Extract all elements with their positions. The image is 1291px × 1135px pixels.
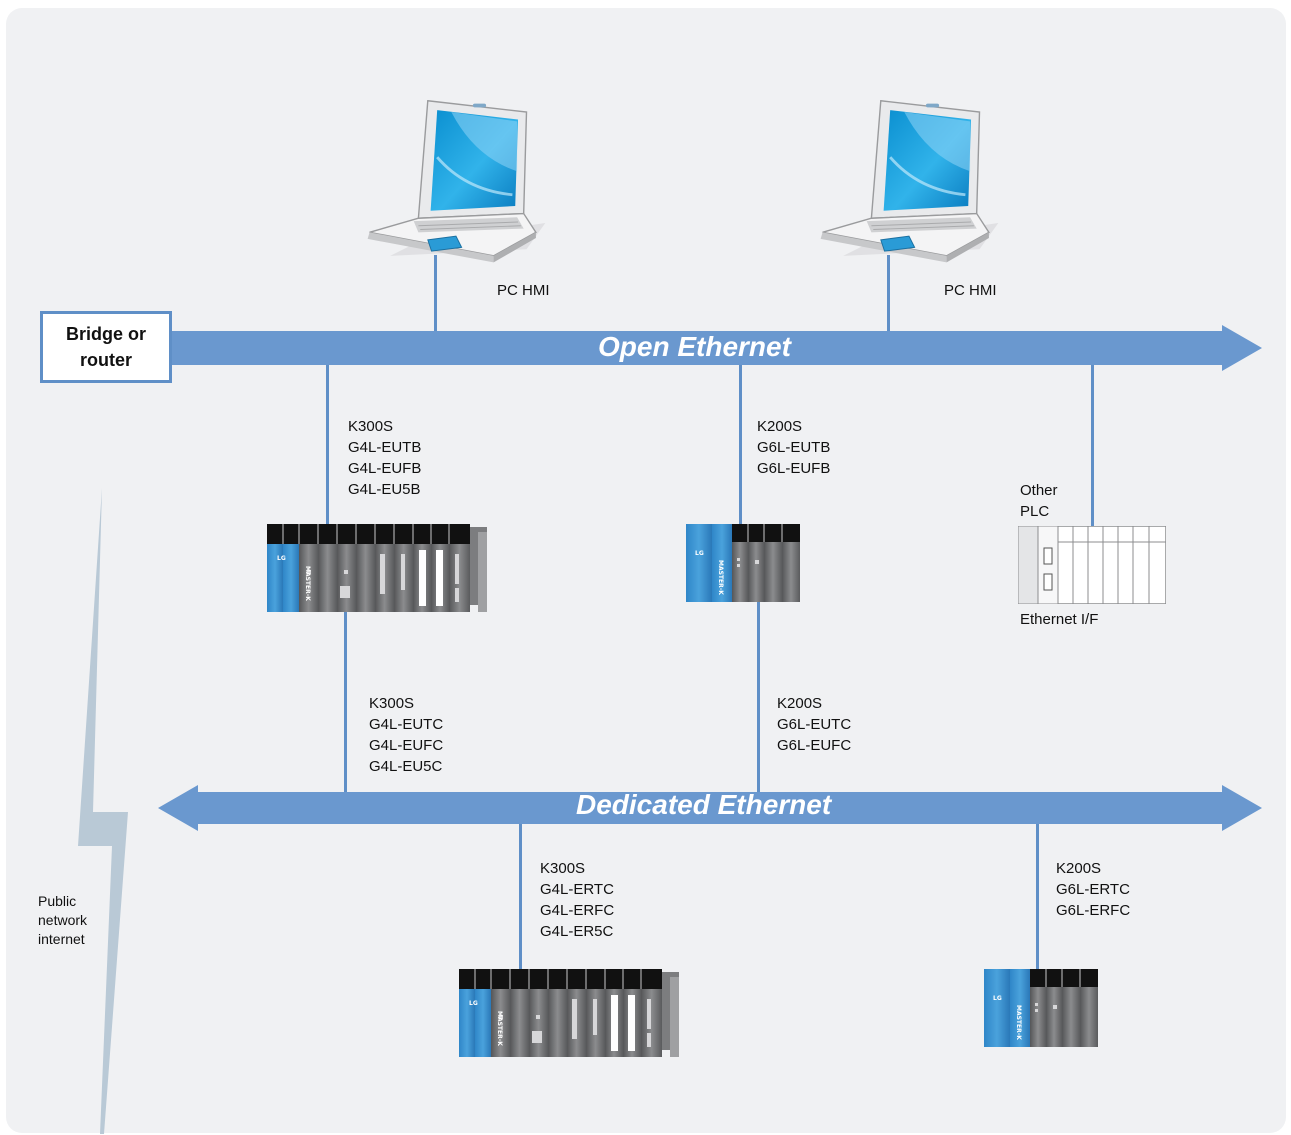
bridge-router-box: Bridge or router [40,311,172,383]
plc-logo: LG [469,1000,478,1007]
dedicated-link-k200s-label: K200S G6L-EUTC G6L-EUFC [777,695,852,754]
open-node-k300s-label: K300S G4L-EUTB G4L-EUFB G4L-EU5B [348,418,422,498]
plc-logo: LG [993,995,1002,1002]
link-open-other-plc [1091,365,1094,527]
plc-rack-k300s-dedicated [459,969,680,1057]
plc-series-mark: MASTER-K [496,1011,503,1046]
lightning-icon [78,488,128,1134]
diagram-background [6,8,1286,1133]
link-dedicated-node-k300s [519,823,522,970]
plc-series-mark: MASTER-K [717,560,724,595]
plc-rack-k300s-open [267,524,488,612]
plc-rack-k200s-open [686,524,800,602]
link-open-k200s [739,365,742,525]
link-hmi-1 [434,255,437,333]
other-plc-label: Other PLC [1020,482,1058,520]
public-network-label: Public network internet [38,893,88,947]
open-node-k200s-label: K200S G6L-EUTB G6L-EUFB [757,418,831,477]
link-dedicated-k300s [344,610,347,793]
open-ethernet-title: Open Ethernet [598,331,791,362]
dedicated-ethernet-bus [158,785,1262,831]
ethernet-if-label: Ethernet I/F [1020,611,1099,628]
link-open-k300s [326,365,329,525]
link-dedicated-node-k200s [1036,823,1039,970]
pc-hmi-label: PC HMI [944,282,997,299]
plc-series-mark: MASTER-K [1015,1005,1022,1040]
open-ethernet-bus [172,325,1262,371]
plc-logo: LG [277,555,286,562]
dedicated-link-k300s-label: K300S G4L-EUTC G4L-EUFC G4L-EU5C [369,695,444,775]
dedicated-node-k200s-label: K200S G6L-ERTC G6L-ERFC [1056,860,1131,919]
plc-series-mark: MASTER-K [304,566,311,601]
plc-rack-k200s-dedicated [984,969,1098,1047]
network-links [326,255,1094,970]
pc-hmi-label: PC HMI [497,282,550,299]
link-hmi-2 [887,255,890,333]
link-dedicated-k200s [757,600,760,793]
dedicated-node-k300s-label: K300S G4L-ERTC G4L-ERFC G4L-ER5C [540,860,615,940]
plc-logo: LG [695,550,704,557]
other-plc-rack [1018,526,1166,604]
dedicated-ethernet-title: Dedicated Ethernet [576,789,832,820]
